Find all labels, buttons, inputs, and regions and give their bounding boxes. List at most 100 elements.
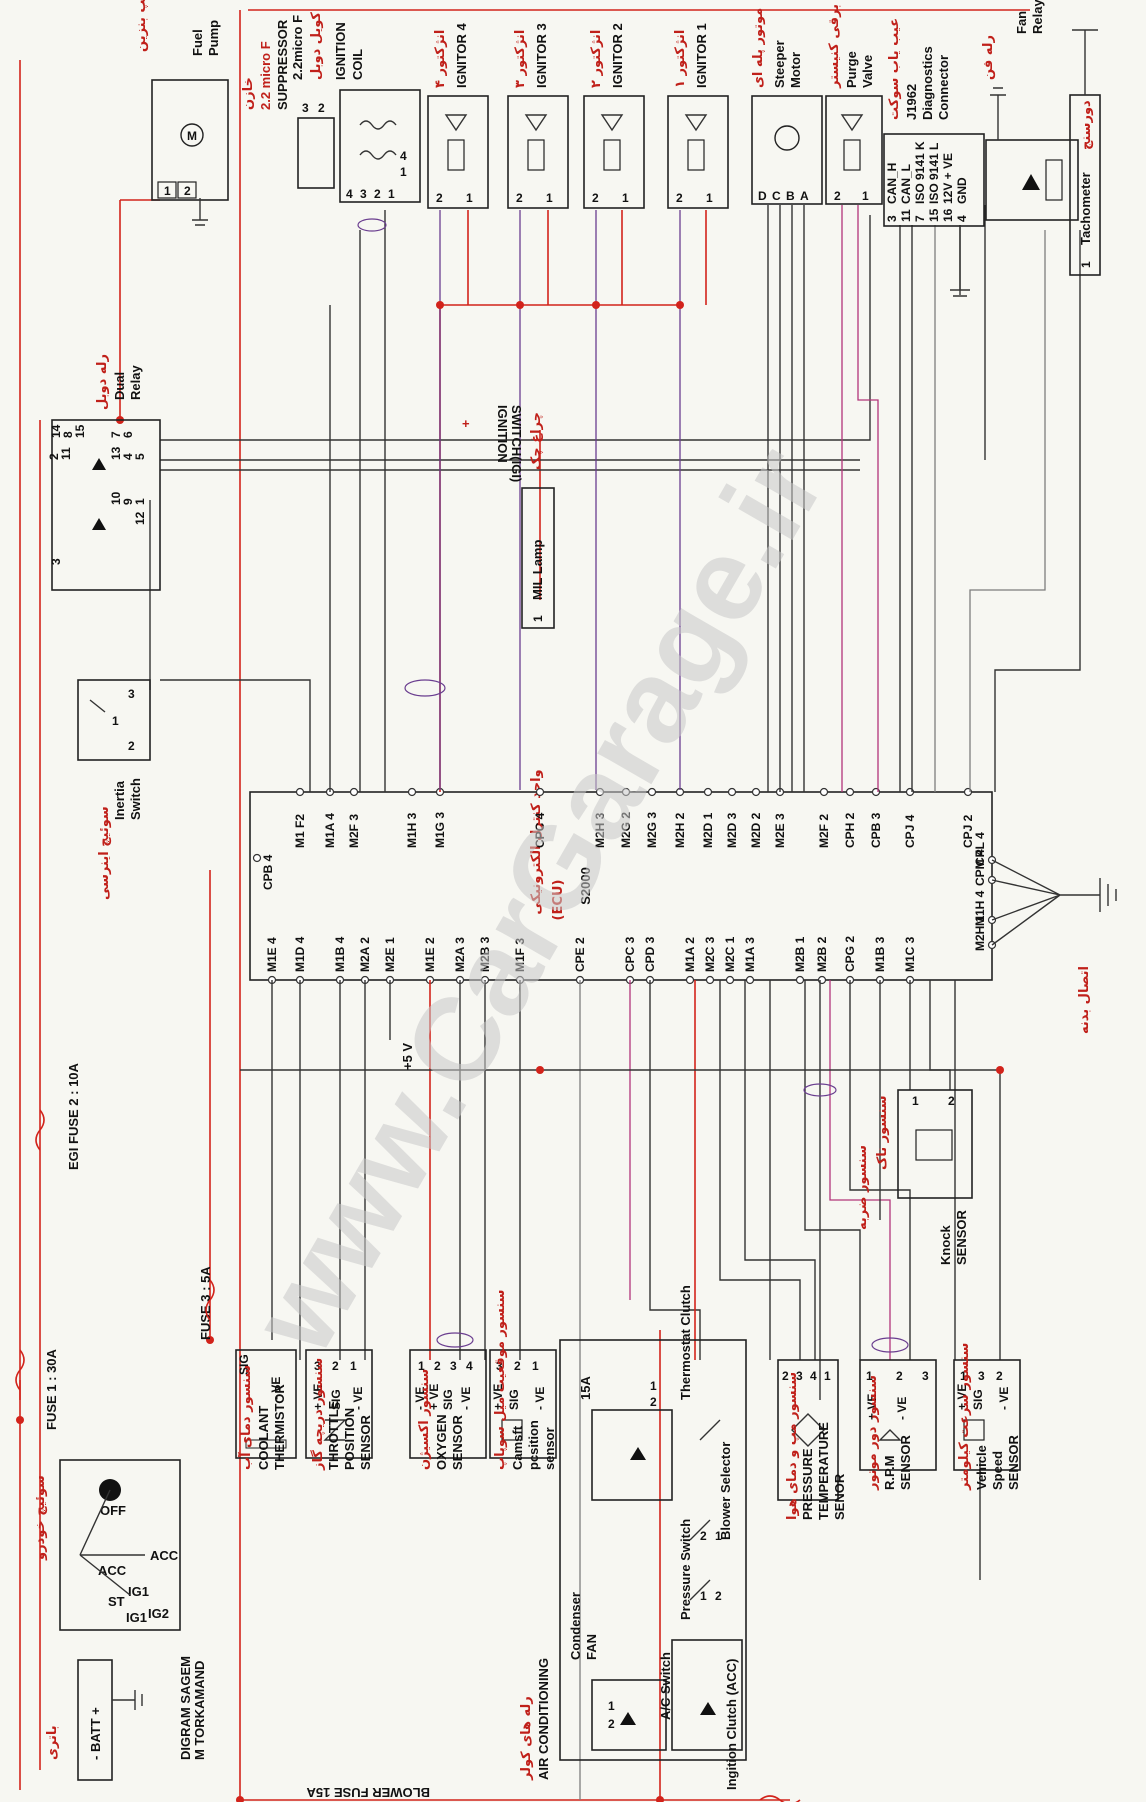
coil-pin-2a: 2	[318, 101, 325, 115]
ecu-pin-left: CPB 4	[261, 854, 275, 890]
cam-label-3: sensor	[542, 1427, 557, 1470]
coil-label-2: COIL	[350, 49, 365, 80]
ignitor-2-pin-1: 1	[622, 191, 629, 205]
map-label-1: PRESSURE	[800, 1448, 815, 1520]
vss-pin-sig: SIG	[971, 1389, 985, 1410]
diag-pin-signal: 12V + VE	[941, 153, 955, 204]
condenser-relay-box	[591, 1679, 667, 1751]
diag-label-1: J1962	[904, 84, 919, 120]
mil-label: MIL Lamp	[530, 540, 545, 600]
rpm-label-fa: سنسور دور موتور	[865, 1375, 880, 1491]
fuse-2-label: EGI FUSE 2 : 10A	[66, 1062, 81, 1170]
ecu-top-pin-label: M2F 3	[347, 814, 361, 848]
ignitor-3-pin-1: 1	[546, 191, 553, 205]
cam-pin-3: 3	[496, 1359, 503, 1373]
ac-fuse-label: 15A	[578, 1376, 593, 1400]
ac-num-6: 2	[715, 1589, 722, 1603]
ecu-top-pin-dot	[819, 787, 829, 797]
ecu-model: S2000	[578, 867, 593, 905]
tps-pin-2: 2	[332, 1359, 339, 1373]
ignitor-1: 2 1 انژکتور ۱ IGNITOR 1	[667, 23, 729, 209]
cam-sensor-icon	[501, 1419, 523, 1441]
ign-pos-off: OFF	[100, 1503, 126, 1518]
ac-title: AIR CONDITIONING	[536, 1658, 551, 1780]
vss-label-3: SENSOR	[1006, 1434, 1021, 1490]
diag-label-2: Diagnostics	[920, 46, 935, 120]
ignitor-3-label: IGNITOR 3	[534, 23, 549, 88]
ecu-top-pin-dot	[845, 787, 855, 797]
tps-label-2: POSITION	[342, 1408, 357, 1470]
vss-icon	[963, 1419, 985, 1441]
stepper-pin-a: A	[800, 189, 809, 203]
ecu-top-pin-label: M2D 1	[701, 812, 715, 848]
ac-label-fa: رله های کولر	[519, 1696, 534, 1781]
purge-pin-1: 1	[862, 189, 869, 203]
ignitor-4-pin-2: 2	[436, 191, 443, 205]
purge-label-2: Valve	[860, 55, 875, 88]
map-pin-2: 2	[782, 1369, 789, 1383]
throttle-icon	[323, 1419, 347, 1441]
o2-pin-ve-minus-a: - VE	[413, 1387, 427, 1410]
ecu-top-pin-label: CPC 4	[533, 812, 547, 848]
ecu-abbr: (ECU)	[551, 880, 566, 921]
inertia-label-fa: سوئیچ اینرسی	[97, 806, 112, 900]
diag-pin-number: 11	[899, 209, 913, 222]
ecu-top-pin-label: M2G 3	[645, 812, 659, 848]
fuel-pump-label-2: Pump	[206, 20, 221, 56]
rpm-pin-2: 2	[896, 1369, 903, 1383]
vss-pin-1: 1	[960, 1369, 967, 1383]
ecu-right-pin-label: M1H 4	[973, 890, 987, 926]
fuse-1-label: FUSE 1 : 30A	[44, 1348, 59, 1430]
tps-label-3: SENSOR	[358, 1414, 373, 1470]
ecu-bottom-pin-label: M2C 3	[703, 936, 717, 972]
knock-pin-1: 1	[912, 1094, 919, 1108]
ac-clutch-relay-box	[671, 1639, 743, 1751]
coil-pin-3a: 3	[302, 101, 309, 115]
dual-relay-pin: 10	[109, 491, 123, 505]
ecu-top-pin-label: M2G 2	[619, 812, 633, 848]
ecu-bottom-pin-label: M2E 1	[383, 937, 397, 972]
ecu-bottom-pin-label: M1B 3	[873, 936, 887, 972]
fuse-1-icon	[15, 1349, 25, 1391]
ignition-switch-label-fa: سوئیچ خودرو	[33, 1475, 48, 1561]
diag-pin-number: 7	[913, 215, 927, 222]
o2-pin-sig: SIG	[441, 1389, 455, 1410]
ignitor-4-label: IGNITOR 4	[454, 22, 469, 88]
coil-pin-2b: 2	[374, 187, 381, 201]
air-conditioning: 1 2 2 1 1 2 1 2 15A رله های کولر AIR CON…	[519, 1285, 747, 1790]
coolant-thermistor: SIG - VE سنسور دمای آب COOLANT THERMISTO…	[235, 1349, 297, 1470]
stepper-label-2: Motor	[788, 52, 803, 88]
cam-pin-ve-plus: + VE	[491, 1384, 505, 1410]
cam-pin-1: 1	[532, 1359, 539, 1373]
stepper-pin-c: C	[772, 189, 781, 203]
ecu-bottom-pin-label: M1D 4	[293, 936, 307, 972]
tps-label-fa: سنسور دریچه گاز	[310, 1358, 326, 1471]
ign-pos-ig1-a: IG1	[128, 1584, 149, 1599]
purge-valve-icon	[840, 114, 864, 132]
ign-pos-ig1-b: IG1	[126, 1610, 147, 1625]
dual-relay-pin: 1	[133, 498, 147, 505]
coil-winding-icon	[359, 120, 397, 130]
ecu-bottom-pin-dot	[725, 975, 735, 985]
rpm-sensor-icon	[878, 1429, 902, 1441]
ac-switch-label: A/C Switch	[658, 1652, 673, 1720]
ecu-bottom-pin-label: M2C 1	[723, 936, 737, 972]
ecu-bottom-pin-label: CPC 3	[623, 936, 637, 972]
o2-pin-3: 3	[450, 1359, 457, 1373]
ecu-top-pin-label: CPJ 4	[903, 814, 917, 848]
dual-relay-pin: 15	[73, 424, 87, 438]
ac-blower-selector: Blower Selector	[718, 1442, 733, 1540]
mil-plus: +	[462, 416, 470, 431]
coil-label-fa: کویل دوبل	[309, 12, 324, 80]
ignition-coil: 3 2 4 1 4 3 2 1 خازن 2.2 micro F SUPPRES…	[241, 12, 421, 203]
ign-pos-acc-2: ACC	[98, 1563, 127, 1578]
capacitor-small-label: 2.2micro F	[290, 15, 305, 80]
blower-fuse-label: BLOWER FUSE 15A	[306, 1785, 430, 1800]
diode-icon	[1022, 174, 1040, 190]
map-label-2: TEMPERATURE	[816, 1422, 831, 1520]
ac-pressure-switch: Pressure Switch	[678, 1519, 693, 1620]
ecu-top-pin-label: M2E 3	[773, 813, 787, 848]
